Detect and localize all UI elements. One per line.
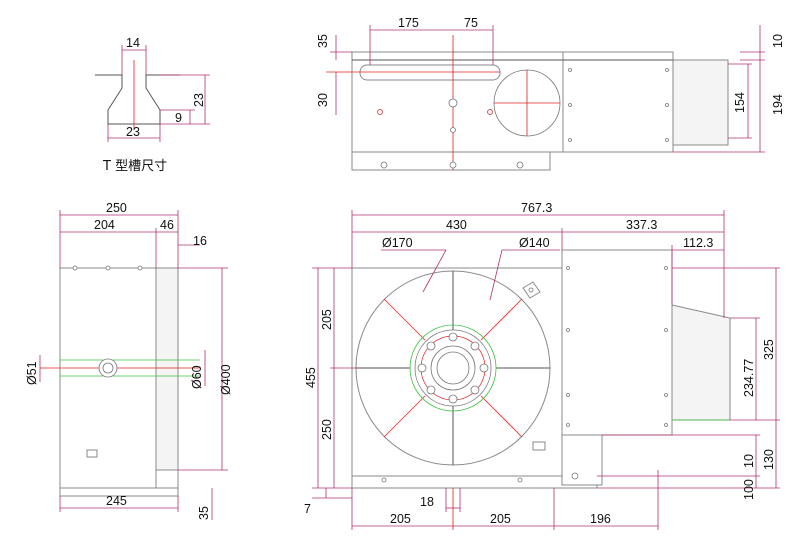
t-slot-caption: T 型槽尺寸 — [102, 159, 167, 174]
front-dim-d170: Ø170 — [382, 236, 413, 250]
front-dim-205-vertical: 205 — [320, 309, 334, 330]
side-view — [39, 210, 228, 520]
front-dim-250: 250 — [320, 419, 334, 440]
front-dim-430: 430 — [446, 218, 467, 232]
side-dim-35: 35 — [197, 506, 211, 520]
front-dim-205-right: 205 — [490, 512, 511, 526]
side-dim-16: 16 — [193, 234, 207, 248]
front-dim-205-left: 205 — [390, 512, 411, 526]
front-dim-455: 455 — [304, 367, 318, 388]
front-dim-7: 7 — [304, 502, 311, 516]
side-dim-250: 250 — [106, 201, 127, 215]
front-dim-d140: Ø140 — [519, 236, 550, 250]
front-dim-337-3: 337.3 — [626, 218, 657, 232]
top-dim-10: 10 — [771, 34, 785, 48]
side-dim-d400: Ø400 — [219, 364, 233, 395]
t-slot-dim-width-bottom: 23 — [126, 125, 140, 139]
front-dim-767-3: 767.3 — [521, 201, 552, 215]
side-dim-46: 46 — [160, 218, 174, 232]
front-dim-234-77: 234.77 — [742, 359, 756, 397]
front-dim-196: 196 — [590, 512, 611, 526]
t-slot-dim-height: 23 — [192, 93, 206, 107]
front-view — [312, 210, 780, 530]
top-dim-154: 154 — [733, 92, 747, 113]
top-dim-75: 75 — [464, 16, 478, 30]
top-dim-30: 30 — [316, 93, 330, 107]
side-dim-d60: Ø60 — [190, 365, 204, 389]
t-slot-dim-width-top: 14 — [126, 36, 140, 50]
front-dim-10: 10 — [742, 454, 756, 468]
front-dim-100: 100 — [742, 479, 756, 500]
side-dim-245: 245 — [106, 494, 127, 508]
top-dim-35: 35 — [316, 34, 330, 48]
front-dim-112-3: 112.3 — [683, 236, 713, 250]
side-dim-204: 204 — [94, 218, 115, 232]
front-dim-18: 18 — [420, 495, 434, 509]
front-dim-130: 130 — [762, 449, 776, 470]
top-dim-194: 194 — [771, 94, 785, 115]
front-dim-325: 325 — [762, 339, 776, 360]
t-slot-detail — [95, 45, 210, 142]
top-view — [326, 25, 765, 171]
side-dim-d51: Ø51 — [25, 361, 39, 385]
t-slot-dim-depth-small: 9 — [175, 111, 182, 125]
top-dim-175: 175 — [398, 16, 419, 30]
